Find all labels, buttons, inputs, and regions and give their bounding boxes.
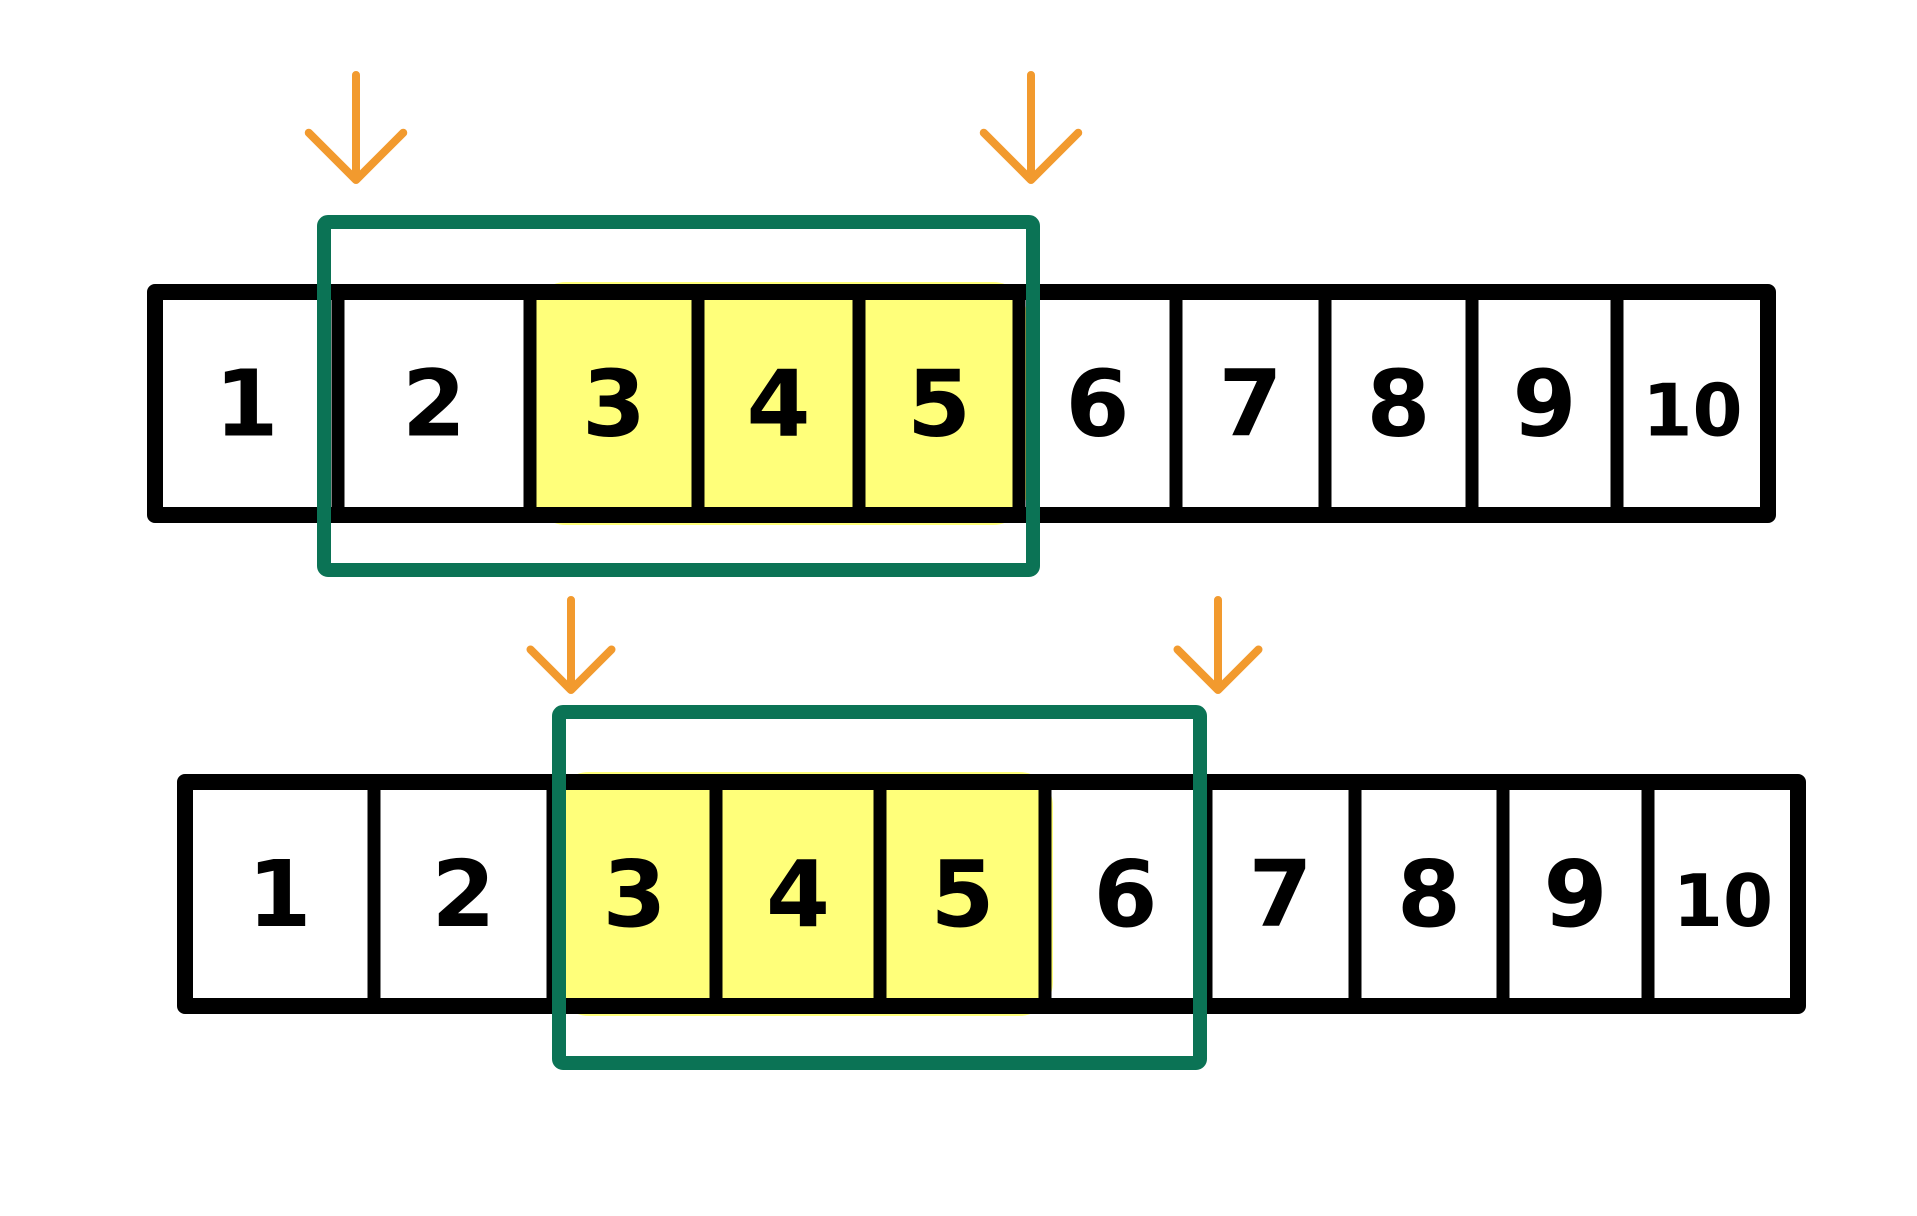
array-cell-value: 9 [1543, 841, 1607, 948]
array-cell-value: 3 [582, 351, 646, 458]
array-cell-value: 7 [1248, 841, 1312, 948]
array-cell-value: 5 [907, 351, 971, 458]
array-cell-value: 4 [766, 841, 830, 948]
array-frame [177, 774, 1806, 1014]
array-cell-value: 8 [1366, 351, 1430, 458]
array-cell-value: 4 [746, 351, 810, 458]
left-pointer-arrow-icon [304, 71, 408, 184]
array-cell-value: 8 [1397, 841, 1461, 948]
array-cell-value: 6 [1065, 351, 1129, 458]
sliding-window-box [552, 705, 1207, 1070]
highlight-region [532, 282, 1027, 525]
right-pointer-arrow-icon [1173, 596, 1263, 694]
array-cell-value: 10 [1673, 859, 1773, 943]
array-cell-value: 1 [214, 351, 278, 458]
array-cell-value: 6 [1093, 841, 1157, 948]
array-cell-value: 3 [602, 841, 666, 948]
array-cell-value: 5 [930, 841, 994, 948]
array-frame [147, 284, 1776, 523]
array-cell-value: 1 [247, 841, 311, 948]
array-cell-value: 7 [1218, 351, 1282, 458]
array-cell-value: 10 [1642, 369, 1742, 453]
right-pointer-arrow-icon [979, 71, 1083, 184]
array-cell-value: 2 [431, 841, 495, 948]
array-cell-value: 2 [402, 351, 466, 458]
array-cell-value: 9 [1512, 351, 1576, 458]
left-pointer-arrow-icon [526, 596, 616, 694]
highlight-region [555, 772, 1053, 1016]
sliding-window-box [317, 215, 1040, 577]
